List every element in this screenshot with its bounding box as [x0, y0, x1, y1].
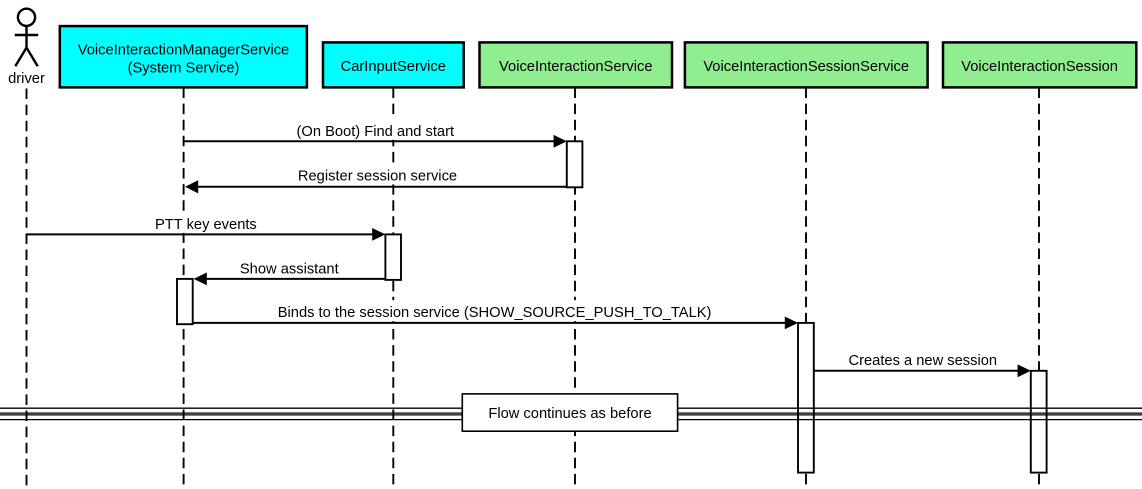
- svg-text:VoiceInteractionSession: VoiceInteractionSession: [961, 59, 1118, 75]
- svg-text:Register session service: Register session service: [298, 168, 457, 184]
- svg-text:VoiceInteractionSessionService: VoiceInteractionSessionService: [703, 59, 909, 75]
- svg-text:PTT key events: PTT key events: [155, 217, 257, 233]
- svg-text:Show assistant: Show assistant: [240, 261, 339, 277]
- svg-text:Creates a new session: Creates a new session: [849, 353, 998, 369]
- svg-text:VoiceInteractionService: VoiceInteractionService: [499, 59, 653, 75]
- svg-text:(System Service): (System Service): [128, 61, 240, 77]
- svg-text:CarInputService: CarInputService: [341, 59, 446, 75]
- svg-text:driver: driver: [8, 71, 45, 87]
- svg-text:Binds to the session service (: Binds to the session service (SHOW_SOURC…: [278, 305, 712, 321]
- svg-text:(On Boot) Find and start: (On Boot) Find and start: [297, 124, 455, 140]
- svg-text:VoiceInteractionManagerService: VoiceInteractionManagerService: [78, 43, 289, 59]
- svg-text:Flow continues as before: Flow continues as before: [488, 406, 651, 422]
